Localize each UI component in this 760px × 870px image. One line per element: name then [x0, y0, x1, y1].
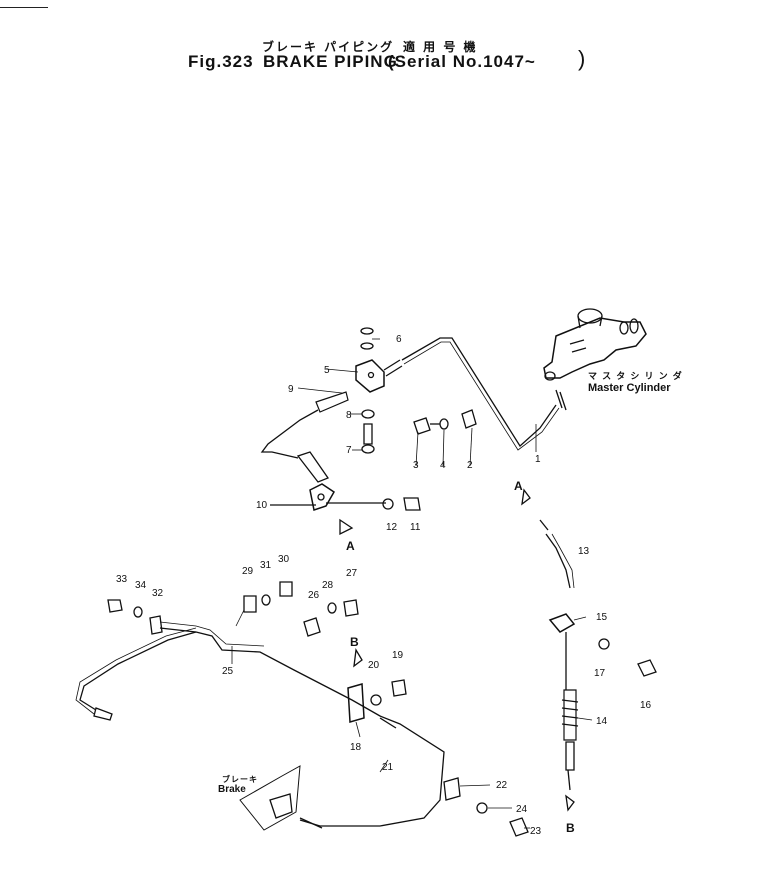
master-cylinder-label: Master Cylinder — [588, 382, 671, 394]
page-title: BRAKE PIPING — [263, 52, 398, 71]
part-number-15: 15 — [596, 612, 608, 623]
part-number-3: 3 — [413, 460, 419, 471]
pipe-1 — [401, 337, 557, 447]
figure-number: Fig.323 — [188, 52, 254, 71]
part-number-28: 28 — [322, 580, 334, 591]
part-number-32: 32 — [152, 588, 164, 599]
part-number-33: 33 — [116, 574, 128, 585]
part-number-22: 22 — [496, 780, 508, 791]
top-rule — [0, 7, 48, 8]
part-number-27: 27 — [346, 568, 358, 579]
fitting-10 — [309, 483, 335, 511]
part-number-30: 30 — [278, 554, 290, 565]
brake-label: Brake — [218, 784, 246, 795]
part-number-12: 12 — [386, 522, 398, 533]
part-number-29: 29 — [242, 566, 254, 577]
part-number-26: 26 — [308, 590, 320, 601]
master-cylinder — [543, 308, 647, 411]
junction-block — [355, 327, 403, 454]
brake-label-jp: ブレーキ — [222, 775, 258, 784]
part-number-14: 14 — [596, 716, 608, 727]
part-number-24: 24 — [516, 804, 528, 815]
callout-a-left: A — [346, 539, 355, 553]
serial-japanese: 適 用 号 機 — [403, 40, 478, 54]
part-number-23: 23 — [530, 826, 542, 837]
pipe-1-inner — [403, 341, 560, 451]
part-number-7: 7 — [346, 445, 352, 456]
part-number-13: 13 — [578, 546, 590, 557]
title-japanese: ブレーキ パイピング — [262, 40, 395, 54]
part-number-1: 1 — [535, 454, 541, 465]
part-number-18: 18 — [350, 742, 362, 753]
part-number-8: 8 — [346, 410, 352, 421]
part-number-5: 5 — [324, 365, 330, 376]
part-number-21: 21 — [382, 762, 394, 773]
part-number-17: 17 — [594, 668, 606, 679]
part-numbers: 1 2 3 4 5 6 7 8 9 10 11 12 13 14 15 16 1… — [116, 334, 652, 837]
callouts: A A B B — [346, 479, 575, 835]
hose-14 — [563, 689, 577, 741]
part-number-9: 9 — [288, 384, 294, 395]
part-number-19: 19 — [392, 650, 404, 661]
callout-a-right — [521, 488, 531, 506]
pipe-9 — [260, 409, 319, 459]
part-number-31: 31 — [260, 560, 272, 571]
part-number-20: 20 — [368, 660, 380, 671]
part-number-4: 4 — [440, 460, 446, 471]
callout-b-top: B — [350, 635, 359, 649]
serial-range: (Serial No.1047~ — [388, 52, 536, 71]
part-number-6: 6 — [396, 334, 402, 345]
master-cylinder-label-jp: マ ス タ シ リ ン ダ — [588, 372, 683, 382]
part-number-16: 16 — [640, 700, 652, 711]
callout-b-bottom: B — [566, 821, 575, 835]
part-number-34: 34 — [135, 580, 147, 591]
serial-close-paren: ) — [578, 46, 587, 71]
brake-housing — [239, 765, 301, 831]
part-number-2: 2 — [467, 460, 473, 471]
pipe-25 — [159, 627, 445, 827]
part-number-10: 10 — [256, 500, 268, 511]
part-number-25: 25 — [222, 666, 234, 677]
part-number-11: 11 — [410, 522, 421, 533]
block-18 — [347, 683, 365, 723]
callout-a-right: A — [514, 479, 523, 493]
bracket-15 — [548, 613, 576, 633]
